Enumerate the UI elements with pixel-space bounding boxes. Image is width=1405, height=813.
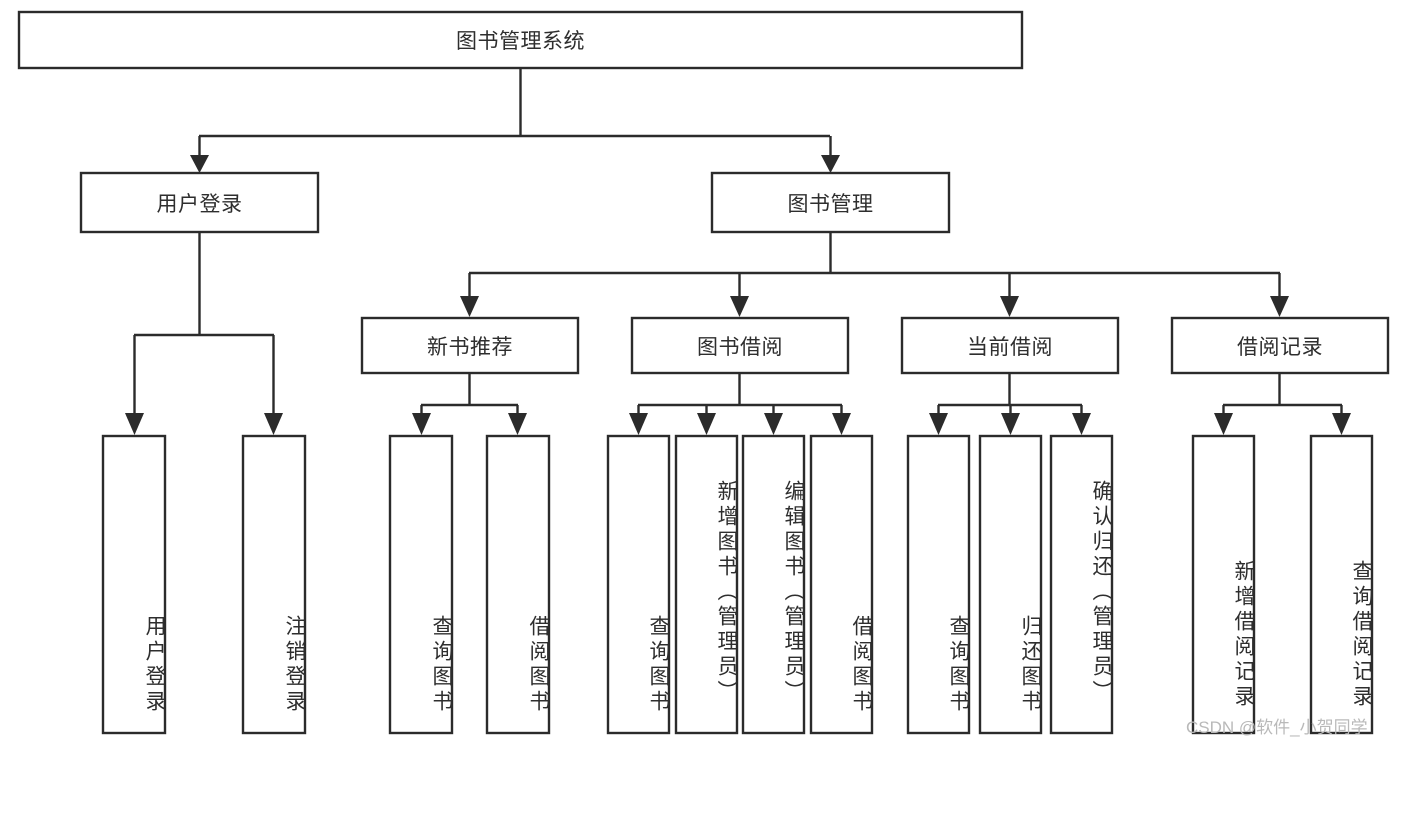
arrow-head-borrow-record [1270, 296, 1289, 317]
node-box-leaf-user-login[interactable] [101, 434, 167, 735]
arrow-head-br-leaf-1 [1214, 413, 1233, 435]
arrow-head-cb-leaf-1 [929, 413, 948, 435]
node-box-leaf-bb-edit-book[interactable] [741, 434, 806, 735]
arrow-head-cb-leaf-3 [1072, 413, 1091, 435]
node-box-new-book-recommend[interactable] [360, 316, 580, 375]
node-box-borrow-record[interactable] [1170, 316, 1390, 375]
node-box-leaf-logout[interactable] [241, 434, 307, 735]
arrow-head-bb-leaf-3 [764, 413, 783, 435]
arrow-head-nb-leaf-2 [508, 413, 527, 435]
diagram-canvas: 图书管理系统 用户登录 图书管理 新书推荐 图书借阅 当前借阅 借阅记录 用户登… [17, 10, 1390, 737]
arrow-head-bb-leaf-1 [629, 413, 648, 435]
node-box-leaf-cb-return-book[interactable] [978, 434, 1043, 735]
node-box-leaf-bb-borrow-book[interactable] [809, 434, 874, 735]
node-box-book-manage[interactable] [710, 171, 951, 234]
arrow-head-new-book [460, 296, 479, 317]
arrow-head-br-leaf-2 [1332, 413, 1351, 435]
node-box-leaf-br-add-record[interactable] [1191, 434, 1256, 735]
arrow-head-book-manage [821, 155, 840, 173]
arrow-head-book-borrow [730, 296, 749, 317]
node-box-book-borrow[interactable] [630, 316, 850, 375]
node-box-leaf-cb-query-book[interactable] [906, 434, 971, 735]
node-box-root[interactable] [17, 10, 1024, 70]
node-box-leaf-nb-query-book[interactable] [388, 434, 454, 735]
arrow-head-bb-leaf-4 [832, 413, 851, 435]
diagram-svg-layer [17, 10, 1390, 735]
arrow-head-leaf-logout [264, 413, 283, 435]
arrow-head-cb-leaf-2 [1001, 413, 1020, 435]
node-box-leaf-br-query-record[interactable] [1309, 434, 1374, 735]
node-box-user-login[interactable] [79, 171, 320, 234]
arrow-head-nb-leaf-1 [412, 413, 431, 435]
node-box-leaf-nb-borrow-book[interactable] [485, 434, 551, 735]
node-box-leaf-bb-query-book[interactable] [606, 434, 671, 735]
node-box-leaf-cb-confirm-return[interactable] [1049, 434, 1114, 735]
arrow-head-bb-leaf-2 [697, 413, 716, 435]
arrow-head-user-login [190, 155, 209, 173]
arrow-head-leaf-user-login [125, 413, 144, 435]
node-box-current-borrow[interactable] [900, 316, 1120, 375]
arrow-head-current-borrow [1000, 296, 1019, 317]
node-box-leaf-bb-add-book[interactable] [674, 434, 739, 735]
